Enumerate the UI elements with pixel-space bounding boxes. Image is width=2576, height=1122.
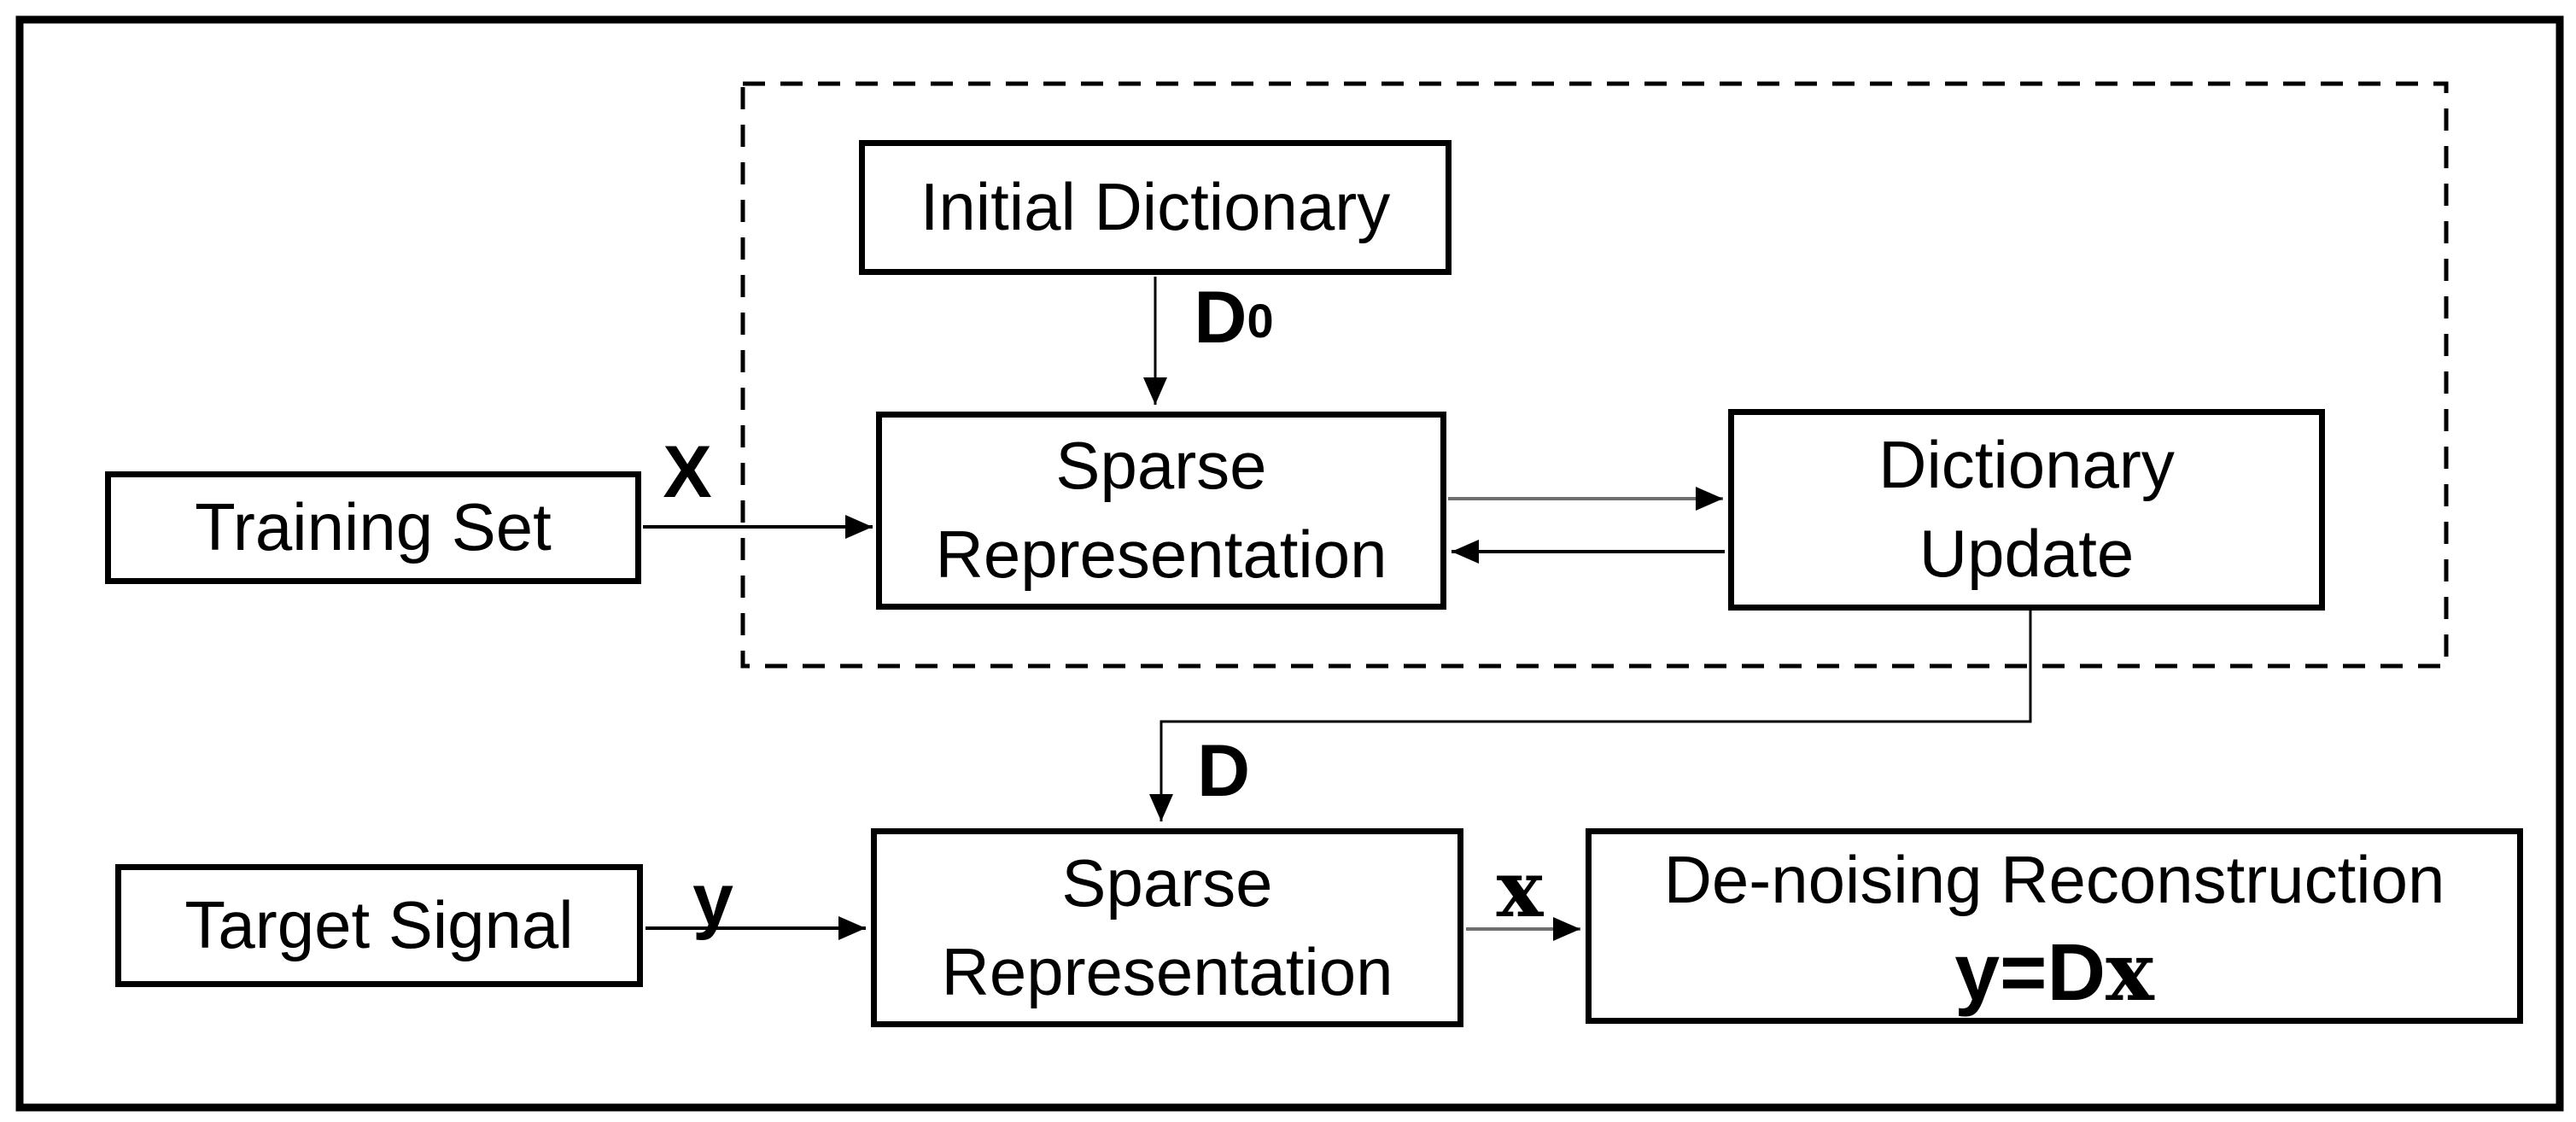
outer-border [15,15,2564,1112]
edge-label-D: D [1196,729,1251,812]
dictionary-update-box: Dictionary Update [1728,409,2325,611]
denoising-reconstruction-box: De-noising Reconstruction y=Dx [1586,828,2523,1024]
sparse-representation-training-label: Sparse Representation [935,428,1387,592]
arrow-dictionary-update-to-denoising-sparse [1149,610,2032,821]
edge-label-D0: D 0 [1178,275,1289,360]
sparse-representation-training-box: Sparse Representation [876,412,1446,610]
edge-label-y: y [692,858,733,941]
sparse-representation-denoising-label: Sparse Representation [941,844,1393,1009]
edge-label-X: X [663,430,712,513]
denoising-reconstruction-label: De-noising Reconstruction [1663,842,2445,918]
edge-label-x: x [1496,843,1544,935]
initial-dictionary-label: Initial Dictionary [920,169,1391,245]
edge-label-D0-subscript: 0 [1247,294,1274,348]
target-signal-box: Target Signal [115,864,643,987]
initial-dictionary-box: Initial Dictionary [859,140,1452,275]
edge-label-D0-base: D [1194,276,1247,359]
denoising-formula-sans-part: y=D [1954,926,2106,1018]
sparse-representation-denoising-box: Sparse Representation [871,828,1463,1027]
dictionary-update-label: Dictionary Update [1878,427,2175,591]
training-set-label: Training Set [195,489,552,565]
target-signal-label: Target Signal [184,887,574,963]
training-set-box: Training Set [105,471,641,584]
training-phase-dashed-border [740,81,2449,669]
denoising-formula-serif-part: x [2106,924,2154,1020]
denoising-formula: y=Dx [1954,930,2154,1016]
